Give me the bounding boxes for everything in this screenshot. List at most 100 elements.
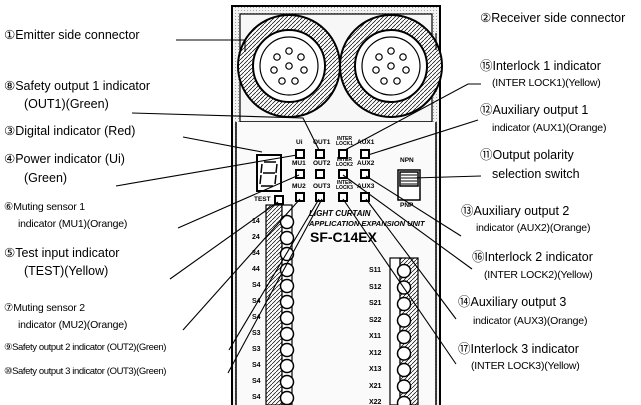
callout-polarity-line1: ⑪Output polarity: [480, 148, 574, 162]
leader-aux2: [365, 175, 462, 237]
right-terminal-label: S21: [369, 300, 382, 307]
leader-interlock3: [342, 198, 457, 365]
callout-receiver-connector: ②Receiver side connector: [480, 11, 626, 25]
left-terminal-label: S3: [252, 330, 261, 337]
indicator-lamp-ui: [295, 149, 305, 159]
left-terminal-label: S4: [252, 362, 261, 369]
leader-interlock1: [344, 83, 481, 151]
panel-label-interlock1: INTER LOCK1: [336, 136, 353, 147]
left-terminal-label: S4: [252, 298, 261, 305]
digital-indicator-illustration: [256, 154, 282, 192]
receiver-connector-illustration: [339, 14, 443, 118]
left-terminal-screw: [279, 374, 295, 390]
panel-label-aux3: AUX3: [357, 183, 375, 190]
callout-digital-indicator: ③Digital indicator (Red): [4, 124, 136, 138]
panel-label-out2: OUT2: [313, 160, 331, 167]
callout-aux1-line2: indicator (AUX1)(Orange): [492, 122, 607, 134]
leader-out3: [227, 198, 323, 374]
leader-mu1: [177, 174, 300, 229]
left-terminal-block: [265, 204, 295, 405]
callout-mu2-line2: indicator (MU2)(Orange): [18, 319, 128, 331]
callout-interlock3-line2: (INTER LOCK3)(Yellow): [471, 360, 580, 372]
left-terminal-screw: [279, 230, 295, 246]
left-terminal-screw: [279, 262, 295, 278]
callout-test-line1: ⑤Test input indicator: [4, 246, 120, 260]
callout-polarity-line2: selection switch: [492, 167, 580, 181]
left-terminal-label: 44: [252, 266, 260, 273]
callout-interlock3-line1: ⑰Interlock 3 indicator: [458, 342, 579, 356]
callout-aux2-line1: ⑬Auxiliary output 2: [461, 204, 570, 218]
leader-polarity: [412, 175, 482, 179]
indicator-lamp-test: [274, 195, 284, 205]
right-terminal-label: S11: [369, 267, 382, 274]
right-terminal-label: X13: [369, 366, 382, 373]
callout-test-line2: (TEST)(Yellow): [24, 264, 109, 278]
indicator-lamp-aux3: [360, 192, 370, 202]
indicator-lamp-aux1: [360, 149, 370, 159]
leader-interlock2: [342, 174, 473, 270]
right-terminal-label: X22: [369, 399, 382, 405]
callout-mu1-line1: ⑥Muting sensor 1: [4, 201, 85, 213]
indicator-lamp-mu2: [295, 192, 305, 202]
left-terminal-label: S4: [252, 378, 261, 385]
right-terminal-label: S22: [369, 316, 382, 324]
panel-label-mu2: MU2: [292, 183, 306, 190]
right-terminal-screw: [396, 362, 412, 378]
right-terminal-screw: [396, 346, 412, 361]
callout-leader-lines: [115, 33, 482, 374]
panel-label-ui: Ui: [296, 139, 303, 146]
leader-aux1: [367, 119, 479, 156]
indicator-lamp-interlock2: [338, 169, 348, 179]
unit-name-line2: APPLICATION EXPANSION UNIT: [309, 219, 425, 228]
callout-emitter-connector: ①Emitter side connector: [4, 28, 140, 42]
callout-interlock1-line1: ⑮Interlock 1 indicator: [480, 59, 601, 73]
panel-label-aux2: AUX2: [357, 160, 375, 167]
callout-out3: ⑩Safety output 3 indicator (OUT3)(Green): [4, 366, 167, 377]
leader-test: [169, 201, 279, 280]
right-terminal-screw: [396, 395, 412, 405]
callout-interlock1-line2: (INTER LOCK1)(Yellow): [492, 77, 601, 89]
callout-power-line2: (Green): [24, 171, 68, 185]
callout-out2: ⑨Safety output 2 indicator (OUT2)(Green): [4, 342, 167, 353]
switch-label-pnp: PNP: [400, 202, 414, 209]
indicator-lamp-interlock1: [338, 149, 348, 159]
callout-out1-line1: ⑧Safety output 1 indicator: [4, 79, 151, 93]
unit-name-line1: LIGHT CURTAIN: [309, 209, 371, 218]
leader-digital: [182, 136, 263, 153]
leader-power: [115, 154, 298, 187]
panel-label-out1: OUT1: [313, 139, 331, 146]
callout-out1-line2: (OUT1)(Green): [24, 97, 109, 111]
panel-label-mu1: MU1: [292, 160, 306, 167]
callout-interlock2-line2: (INTER LOCK2)(Yellow): [484, 269, 593, 281]
leader-mu2: [182, 198, 301, 331]
leader-out2: [228, 198, 320, 351]
callout-interlock2-line1: ⑯Interlock 2 indicator: [472, 250, 593, 264]
callout-mu1-line2: indicator (MU1)(Orange): [18, 218, 128, 230]
panel-label-out3: OUT3: [313, 183, 331, 190]
panel-label-test: TEST: [254, 196, 271, 203]
callout-mu2-line1: ⑦Muting sensor 2: [4, 302, 85, 314]
callout-aux3-line1: ⑭Auxiliary output 3: [458, 295, 567, 309]
right-terminal-screw: [396, 329, 412, 345]
left-terminal-label: 34: [252, 250, 260, 257]
right-terminal-screw: [396, 263, 412, 279]
emitter-connector-illustration: [237, 14, 341, 118]
leader-out1: [131, 112, 320, 151]
right-terminal-label: X12: [369, 349, 382, 357]
right-terminal-label: S12: [369, 283, 382, 291]
left-terminal-screw: [279, 214, 295, 230]
left-terminal-screw: [279, 342, 295, 358]
left-terminal-screw: [279, 246, 295, 262]
right-terminal-screw: [396, 296, 412, 312]
panel-label-interlock3: INTER LOCK3: [336, 180, 353, 191]
indicator-lamp-out3: [315, 192, 325, 202]
indicator-lamp-mu1: [295, 169, 305, 179]
right-terminal-block: [389, 257, 419, 405]
left-terminal-screw: [279, 294, 295, 310]
right-terminal-label: X21: [369, 382, 382, 390]
indicator-lamp-interlock3: [338, 192, 348, 202]
callout-aux2-line2: indicator (AUX2)(Orange): [476, 222, 591, 234]
panel-label-aux1: AUX1: [357, 139, 375, 146]
